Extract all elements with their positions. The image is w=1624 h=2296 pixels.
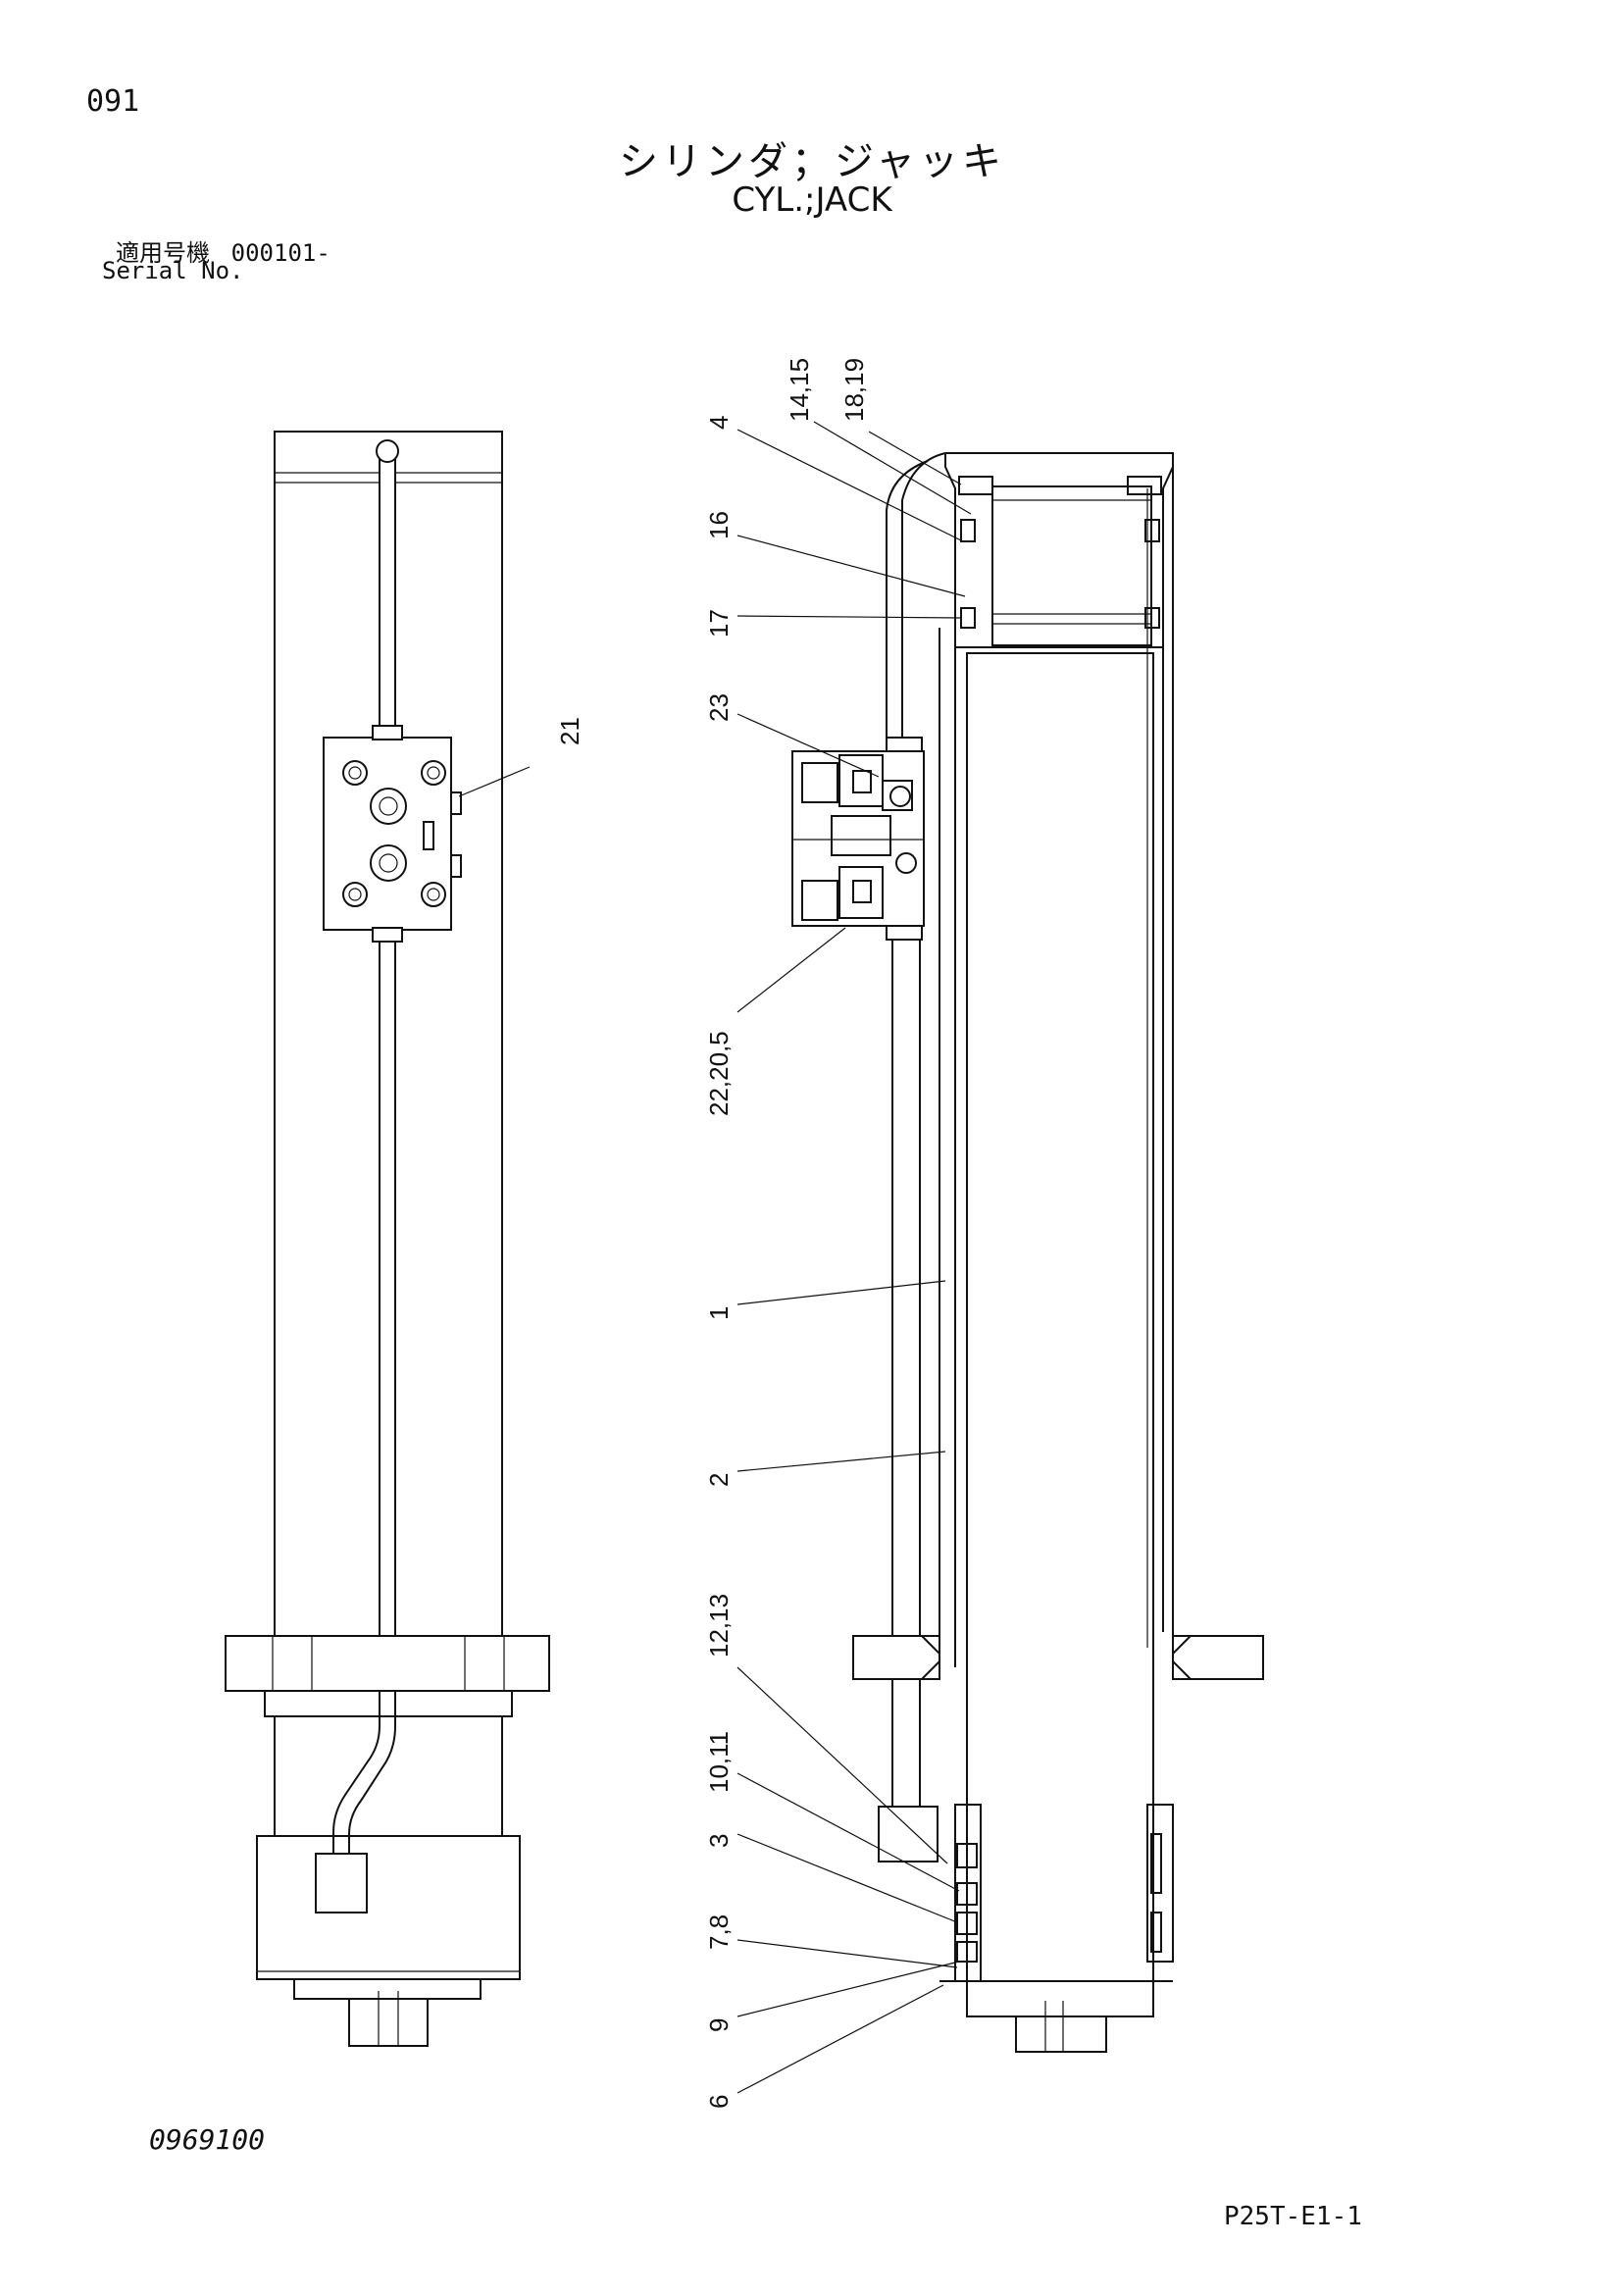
callout-3: 3 [704, 1834, 734, 1848]
callout-labels: 21 4 14,15 18,19 16 17 23 22,20,5 1 2 12… [555, 358, 869, 2109]
right-view [791, 452, 1264, 2053]
callout-7-8: 7,8 [704, 1914, 734, 1950]
right-bottom-cap [1015, 2015, 1107, 2053]
callout-14-15: 14,15 [785, 358, 814, 422]
callout-17: 17 [704, 609, 734, 638]
serial-label-english: Serial No. [102, 257, 244, 284]
callout-1: 1 [704, 1306, 734, 1320]
callout-21: 21 [555, 717, 584, 745]
callout-12-13: 12,13 [704, 1594, 734, 1658]
page-code: P25T-E1-1 [1224, 2202, 1362, 2231]
callout-2: 2 [704, 1473, 734, 1487]
callout-10-11: 10,11 [704, 1731, 734, 1793]
left-valve-block [323, 737, 452, 931]
right-valve-block [791, 750, 925, 927]
callout-9: 9 [704, 2018, 734, 2032]
left-view [225, 431, 550, 2047]
document-id: 0969100 [149, 2123, 266, 2156]
callout-4: 4 [704, 416, 734, 430]
callout-18-19: 18,19 [839, 358, 869, 422]
serial-value: 000101- [230, 239, 330, 267]
serial-label-ja: 適用号機 [116, 239, 210, 267]
left-lower-body [256, 1835, 521, 1980]
left-bottom-cap [348, 1998, 429, 2047]
right-pipe-upper [901, 452, 946, 738]
page-title-japanese: シリンダ；ジャッキ [619, 139, 1005, 184]
callout-16: 16 [704, 511, 734, 539]
page-number: 091 [86, 84, 140, 119]
right-piston-head [991, 485, 1152, 646]
leader-lines [458, 421, 972, 2094]
right-inner-rod [966, 652, 1154, 2017]
left-pipe-lower [379, 941, 396, 1641]
left-pipe-upper [379, 448, 396, 744]
left-pipe-nut [315, 1853, 368, 1913]
serial-line-japanese: 適用号機 000101- [116, 233, 330, 268]
left-bent-pipe [332, 1691, 381, 1854]
page-title-english: CYL.;JACK [732, 180, 892, 220]
callout-22-20-5: 22,20,5 [704, 1031, 734, 1116]
right-trunnion-left [852, 1635, 940, 1680]
right-outer-tube [945, 452, 1174, 1632]
left-flange [225, 1635, 550, 1692]
callout-23: 23 [704, 693, 734, 722]
right-trunnion-right [1172, 1635, 1264, 1680]
callout-6: 6 [704, 2095, 734, 2109]
